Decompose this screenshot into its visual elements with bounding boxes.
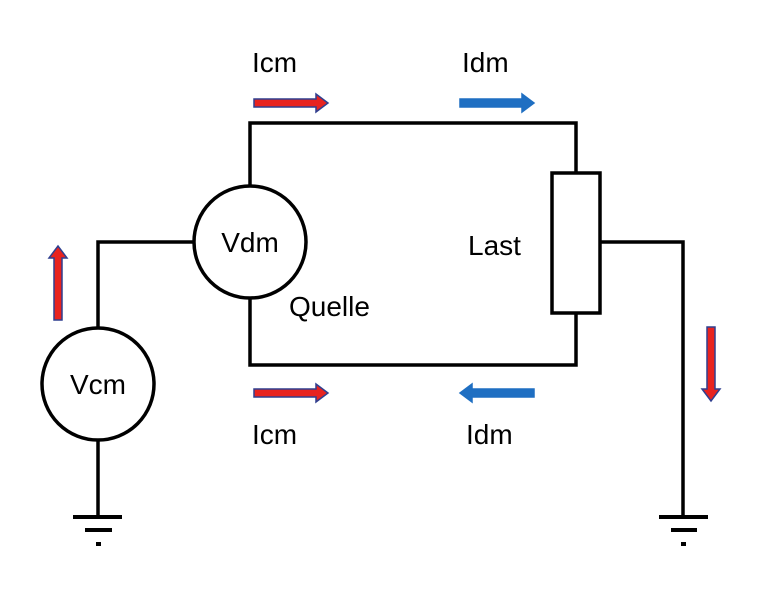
load-label: Last bbox=[468, 230, 521, 261]
wire-bottom bbox=[248, 296, 578, 367]
idm-top-arrow-icon bbox=[459, 92, 536, 114]
icm-top-label: Icm bbox=[252, 47, 297, 78]
wire-top bbox=[248, 121, 578, 188]
vcm-source-circle bbox=[40, 326, 156, 442]
vdm-source: Vdm bbox=[192, 184, 308, 300]
wire-right bbox=[598, 240, 685, 519]
vdm-source-circle bbox=[192, 184, 308, 300]
idm-bottom-arrow-icon bbox=[458, 382, 535, 404]
icm-bottom-label: Icm bbox=[252, 419, 297, 450]
vdm-label: Vdm bbox=[221, 227, 279, 258]
icm-bottom-arrow-icon bbox=[253, 382, 330, 404]
cm-right-down-arrow-icon bbox=[700, 326, 722, 403]
ground-left-icon bbox=[73, 515, 122, 546]
source-label: Quelle bbox=[289, 291, 370, 322]
icm-top-arrow-icon bbox=[253, 92, 330, 114]
idm-top-label: Idm bbox=[462, 47, 509, 78]
wire-left bbox=[96, 240, 196, 330]
idm-bottom-label: Idm bbox=[466, 419, 513, 450]
load-resistor bbox=[550, 171, 602, 315]
cm-left-up-arrow-icon bbox=[47, 244, 69, 321]
ground-right-icon bbox=[659, 515, 708, 546]
wires bbox=[96, 121, 685, 519]
vcm-source: Vcm bbox=[40, 326, 156, 442]
vcm-label: Vcm bbox=[70, 369, 126, 400]
